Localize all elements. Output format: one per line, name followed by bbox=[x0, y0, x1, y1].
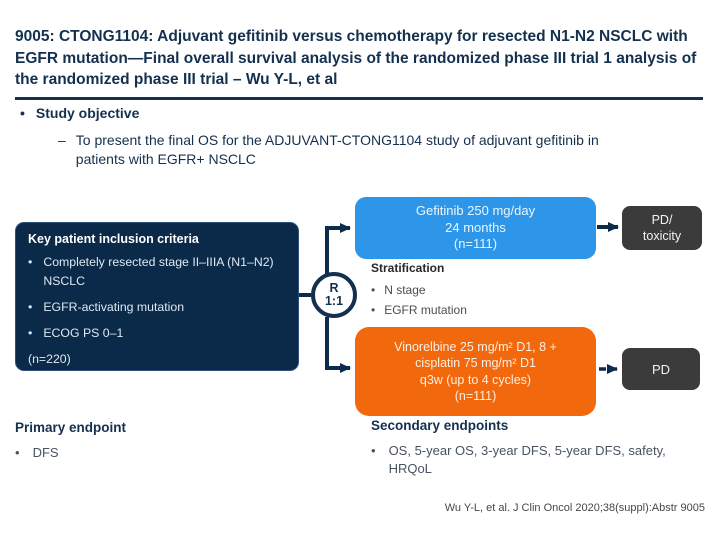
primary-endpoint-heading: Primary endpoint bbox=[15, 420, 127, 435]
bullet-icon: • bbox=[371, 303, 376, 317]
pd-toxicity-line: toxicity bbox=[642, 229, 682, 243]
randomization-letter: R bbox=[329, 281, 339, 295]
secondary-endpoints-text: OS, 5-year OS, 3-year DFS, 5-year DFS, s… bbox=[388, 443, 666, 476]
study-objective-section: • Study objective – To present the final… bbox=[20, 105, 675, 169]
chemotherapy-arm-line: Vinorelbine 25 mg/m² D1, 8 + bbox=[394, 340, 557, 355]
secondary-endpoints-section: Secondary endpoints • OS, 5-year OS, 3-y… bbox=[371, 418, 711, 478]
pd-toxicity-box: PD/ toxicity bbox=[622, 206, 702, 250]
stratification-text: N stage bbox=[384, 283, 426, 297]
chemotherapy-arm-line: cisplatin 75 mg/m² D1 bbox=[415, 356, 536, 371]
stratification-item: • EGFR mutation bbox=[371, 300, 467, 320]
bullet-icon: • bbox=[28, 255, 33, 269]
stratification-section: Stratification • N stage • EGFR mutation bbox=[371, 261, 467, 320]
enrollment-count: (n=220) bbox=[28, 352, 71, 366]
pd-box: PD bbox=[622, 348, 700, 390]
inclusion-criteria-item: • ECOG PS 0–1 bbox=[28, 324, 288, 343]
gefitinib-arm-box: Gefitinib 250 mg/day 24 months (n=111) bbox=[355, 197, 596, 259]
slide-title: 9005: CTONG1104: Adjuvant gefitinib vers… bbox=[15, 26, 703, 100]
randomization-circle: R 1:1 bbox=[311, 272, 357, 318]
stratification-heading: Stratification bbox=[371, 261, 445, 275]
inclusion-criteria-text: EGFR-activating mutation bbox=[43, 300, 185, 314]
gefitinib-arm-line: (n=111) bbox=[453, 236, 498, 252]
bullet-icon: • bbox=[28, 300, 33, 314]
bullet-icon: • bbox=[15, 445, 20, 460]
study-objective-subrow: – To present the final OS for the ADJUVA… bbox=[58, 131, 675, 169]
inclusion-criteria-heading: Key patient inclusion criteria bbox=[28, 232, 199, 246]
connector-randomization-to-chemo-arm bbox=[325, 317, 351, 373]
study-objective-text: To present the final OS for the ADJUVANT… bbox=[75, 132, 599, 167]
study-objective-heading: Study objective bbox=[35, 105, 140, 121]
stratification-text: EGFR mutation bbox=[384, 303, 467, 317]
primary-endpoint-section: Primary endpoint • DFS bbox=[15, 420, 315, 462]
chemotherapy-arm-box: Vinorelbine 25 mg/m² D1, 8 + cisplatin 7… bbox=[355, 327, 596, 416]
inclusion-criteria-item: • Completely resected stage II–IIIA (N1–… bbox=[28, 253, 288, 291]
bullet-icon: • bbox=[371, 443, 376, 458]
inclusion-criteria-box: Key patient inclusion criteria • Complet… bbox=[15, 222, 299, 371]
chemotherapy-arm-line: (n=111) bbox=[454, 388, 497, 403]
pd-label: PD bbox=[651, 361, 671, 377]
bullet-icon: • bbox=[371, 283, 376, 297]
stratification-item: • N stage bbox=[371, 280, 467, 300]
inclusion-criteria-text: Completely resected stage II–IIIA (N1–N2… bbox=[43, 255, 274, 288]
gefitinib-arm-line: Gefitinib 250 mg/day bbox=[415, 203, 536, 219]
connector-randomization-to-gefitinib-arm bbox=[325, 223, 351, 274]
study-objective-row: • Study objective bbox=[20, 105, 675, 121]
dash-icon: – bbox=[58, 132, 66, 148]
bullet-icon: • bbox=[20, 105, 25, 121]
inclusion-criteria-text: ECOG PS 0–1 bbox=[43, 326, 124, 340]
citation-footer: Wu Y-L, et al. J Clin Oncol 2020;38(supp… bbox=[444, 502, 705, 514]
secondary-endpoints-heading: Secondary endpoints bbox=[371, 418, 509, 433]
primary-endpoint-item: • DFS bbox=[15, 444, 315, 462]
primary-endpoint-text: DFS bbox=[32, 445, 59, 460]
secondary-endpoints-item: • OS, 5-year OS, 3-year DFS, 5-year DFS,… bbox=[371, 442, 711, 478]
pd-toxicity-line: PD/ bbox=[651, 213, 673, 227]
randomization-ratio: 1:1 bbox=[324, 294, 344, 308]
gefitinib-arm-line: 24 months bbox=[445, 219, 506, 235]
chemotherapy-arm-line: q3w (up to 4 cycles) bbox=[419, 372, 532, 387]
inclusion-criteria-item: • EGFR-activating mutation bbox=[28, 298, 288, 317]
bullet-icon: • bbox=[28, 326, 33, 340]
